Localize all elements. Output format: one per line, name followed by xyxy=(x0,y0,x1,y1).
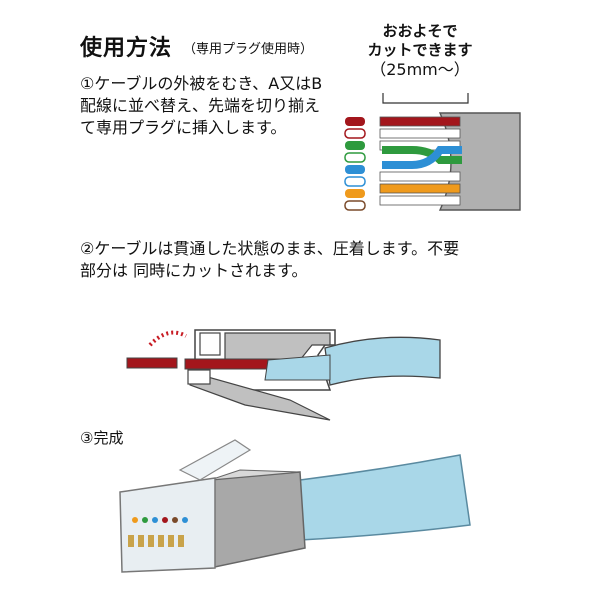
plug-latch-window xyxy=(199,332,221,356)
callout-measure: （25mm～） xyxy=(370,60,470,79)
step-2-text: ②ケーブルは貫通した状態のまま、圧着します。不要部分は 同時にカットされます。 xyxy=(80,239,460,280)
step-1-text: ①ケーブルの外被をむき、A又はB配線に並べ替え、先端を切り揃えて専用プラグに挿入… xyxy=(80,74,323,137)
step-3-text: ③完成 xyxy=(80,429,124,447)
cut-motion-arc xyxy=(148,330,187,347)
cut-wire-piece xyxy=(126,357,178,369)
visible-wire-ends xyxy=(132,517,188,523)
finished-cable xyxy=(299,454,471,541)
wire-tips xyxy=(344,117,366,211)
callout-line-1: おおよそで xyxy=(382,22,458,40)
plug-clip xyxy=(178,439,252,481)
measure-bracket xyxy=(382,93,469,104)
title-note: （専用プラグ使用時） xyxy=(183,42,314,57)
plug-contacts xyxy=(128,535,184,547)
page-title: 使用方法 xyxy=(80,36,173,61)
clear-plug-body xyxy=(119,477,216,573)
callout-line-2: カットできます xyxy=(367,41,473,59)
finished-shield xyxy=(209,471,306,569)
cable-sheath xyxy=(324,336,441,386)
wire-bundle xyxy=(379,116,462,206)
cut-length-callout: おおよそで カットできます （25mm～） xyxy=(345,22,495,79)
